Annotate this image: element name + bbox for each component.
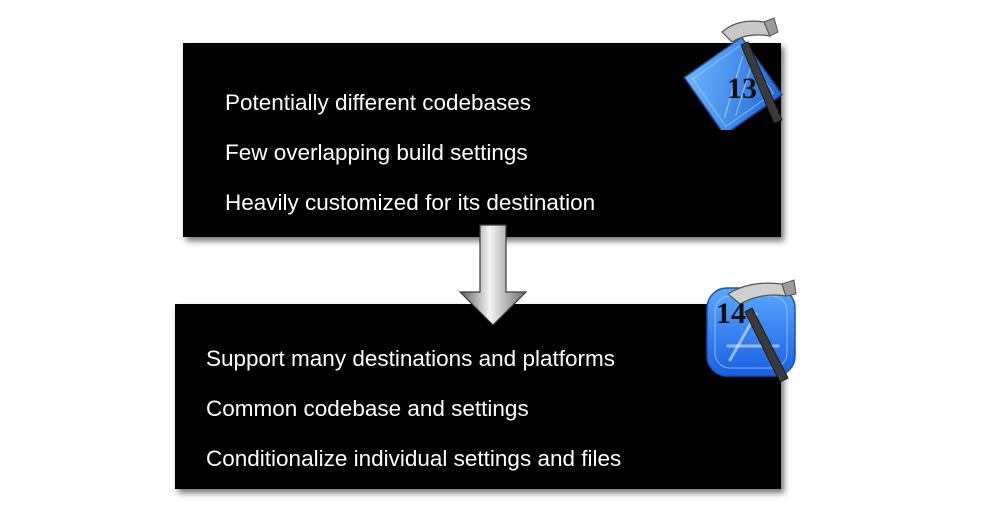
after-panel: Support many destinations and platforms … bbox=[175, 304, 781, 489]
before-panel: Potentially different codebases Few over… bbox=[183, 43, 781, 237]
down-arrow-icon bbox=[458, 224, 528, 326]
after-line: Conditionalize individual settings and f… bbox=[206, 446, 622, 471]
before-line-list: Potentially different codebases Few over… bbox=[225, 78, 595, 228]
xcode-13-version-number: 13 bbox=[727, 72, 757, 105]
xcode-14-version-number: 14 bbox=[716, 297, 746, 330]
xcode-13-icon: 13 bbox=[683, 17, 783, 130]
before-line: Potentially different codebases bbox=[225, 90, 532, 115]
xcode-14-icon: 14 bbox=[706, 279, 797, 383]
after-line: Common codebase and settings bbox=[206, 396, 529, 421]
before-line: Few overlapping build settings bbox=[225, 140, 528, 165]
before-line: Heavily customized for its destination bbox=[225, 190, 596, 215]
after-line-list: Support many destinations and platforms … bbox=[206, 334, 621, 484]
after-line: Support many destinations and platforms bbox=[206, 346, 615, 371]
